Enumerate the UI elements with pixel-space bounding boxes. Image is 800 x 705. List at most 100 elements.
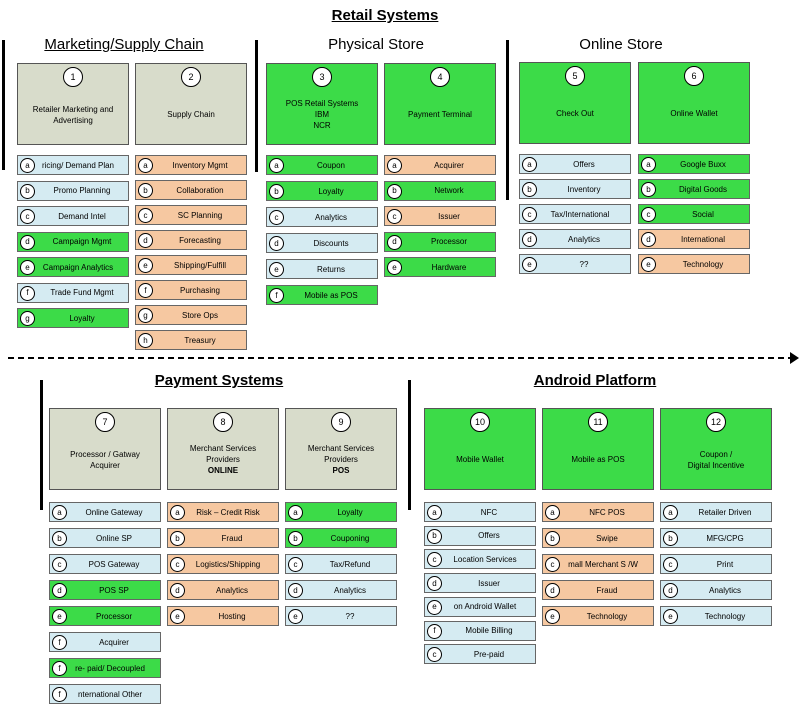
- list-item-label: Mobile Billing: [465, 626, 513, 635]
- letter-badge: d: [663, 583, 678, 598]
- letter-badge: c: [387, 209, 402, 224]
- letter-badge: a: [545, 505, 560, 520]
- number-badge: 4: [430, 67, 450, 87]
- list-item-label: Social: [692, 209, 714, 219]
- list-item-label: Processor: [430, 237, 467, 246]
- list-item-label: POS SP: [99, 585, 129, 595]
- letter-badge: b: [52, 531, 67, 546]
- letter-badge: b: [427, 528, 442, 544]
- list-item-label: Retailer Driven: [698, 507, 752, 517]
- header-line: Mobile Wallet: [456, 455, 504, 464]
- letter-badge: d: [641, 232, 656, 247]
- letter-badge: e: [522, 257, 537, 272]
- number-badge: 8: [213, 412, 233, 432]
- list-item-label: Analytics: [215, 585, 248, 595]
- letter-badge: a: [288, 505, 303, 520]
- list-item-label: ricing/ Demand Plan: [41, 160, 115, 170]
- list-item-label: Tax/Refund: [329, 559, 371, 569]
- header-text: Mobile as POS: [571, 432, 624, 487]
- letter-badge: d: [387, 234, 402, 250]
- list-item-label: Inventory Mgmt: [172, 160, 228, 170]
- list-item-label: Digital Goods: [678, 184, 728, 194]
- header-text: Check Out: [556, 86, 594, 141]
- letter-badge: e: [52, 609, 67, 624]
- header-text: Mobile Wallet: [456, 432, 504, 487]
- list-item-label: Analytics: [314, 212, 347, 222]
- letter-badge: b: [663, 531, 678, 546]
- list-item-label: Trade Fund Mgmt: [50, 288, 114, 297]
- list-item-label: nternational Other: [77, 689, 143, 699]
- header-line: Digital Incentive: [687, 460, 745, 470]
- header-line: Providers: [206, 455, 240, 464]
- list-item-label: NFC POS: [589, 507, 625, 517]
- list-item-label: Technology: [704, 611, 746, 621]
- page-title: Retail Systems: [331, 7, 439, 24]
- letter-badge: a: [427, 505, 442, 520]
- list-item: b Offers: [424, 525, 536, 546]
- letter-badge: d: [138, 233, 153, 248]
- section-title-android: Android Platform: [533, 372, 657, 389]
- divider-line: [40, 380, 43, 510]
- header-text: Coupon /Digital Incentive: [688, 432, 744, 487]
- list-item-label: mall Merchant S /W: [568, 559, 638, 569]
- letter-badge: e: [170, 609, 185, 624]
- letter-badge: b: [288, 531, 303, 546]
- letter-badge: e: [288, 609, 303, 624]
- letter-badge: f: [52, 661, 67, 676]
- list-item-label: Forecasting: [179, 235, 221, 245]
- number-badge: 6: [684, 66, 704, 86]
- list-item-label: Analytics: [333, 585, 366, 595]
- list-item-label: Treasury: [184, 335, 216, 345]
- list-item-label: Returns: [316, 264, 345, 274]
- list-item-label: Campaign Mgmt: [52, 237, 112, 246]
- letter-badge: e: [427, 599, 442, 615]
- list-item-label: Collaboration: [176, 185, 224, 195]
- letter-badge: d: [427, 576, 442, 592]
- list-item-label: Mobile as POS: [304, 290, 358, 300]
- list-item-label: Offers: [478, 531, 500, 541]
- section-title-online: Online Store: [579, 36, 663, 53]
- list-item-label: Demand Intel: [58, 211, 106, 221]
- letter-badge: g: [138, 308, 153, 323]
- section-separator: [8, 357, 794, 359]
- divider-line: [255, 40, 258, 172]
- header-line: NCR: [313, 121, 331, 130]
- list-item-label: Promo Planning: [53, 186, 111, 195]
- list-item-label: Acquirer: [434, 160, 464, 170]
- header-line: POS Retail Systems: [285, 99, 359, 108]
- letter-badge: b: [522, 182, 537, 197]
